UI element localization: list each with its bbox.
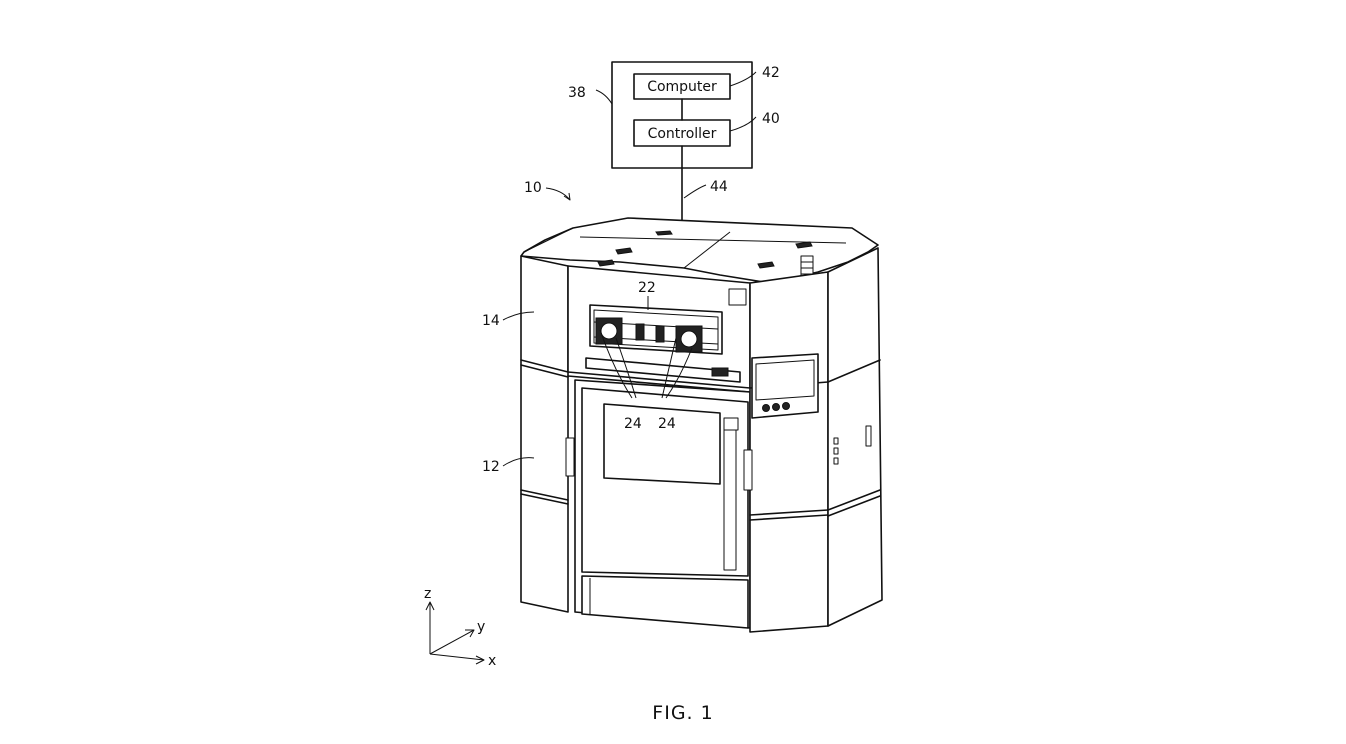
side-vent [833, 447, 839, 455]
upper-cabinet-seam [520, 359, 569, 373]
door-window [603, 403, 721, 485]
print-head-right-nozzle [680, 330, 698, 348]
side-seam [827, 495, 881, 517]
door-handle [723, 419, 737, 571]
carriage-block [655, 325, 665, 343]
ref-10: 10 [524, 180, 542, 196]
figure-caption: FIG. 1 [652, 702, 713, 724]
ui-knob [762, 404, 770, 412]
left-cabinet [520, 255, 569, 613]
top-seam [579, 236, 847, 244]
side-vent [833, 457, 839, 465]
ref-14: 14 [482, 313, 500, 329]
right-cabinet [749, 271, 829, 633]
ref-44: 44 [710, 179, 728, 195]
y-axis-label: y [477, 619, 485, 635]
z-axis-label: z [424, 586, 431, 602]
printer-system [520, 217, 883, 633]
top-clamp [597, 259, 615, 267]
leader-lines [502, 71, 757, 467]
leader-42 [729, 71, 757, 87]
leader-40 [729, 116, 757, 132]
controller-label: Controller [648, 126, 717, 142]
ref-22: 22 [638, 280, 656, 296]
top-clamp [655, 230, 673, 236]
shelf-latch [711, 367, 729, 377]
left-side-handle [565, 437, 575, 477]
upper-cabinet-seam [520, 364, 569, 378]
panel-indicator [728, 288, 747, 306]
top-clamp [795, 241, 813, 249]
y-axis-arrowhead [465, 629, 475, 638]
top-bevel-left [523, 227, 574, 253]
side-seam [827, 359, 881, 383]
carriage-block [635, 323, 645, 341]
leader-24-b [661, 337, 677, 399]
ref-38: 38 [568, 85, 586, 101]
top-divider [683, 231, 731, 269]
print-head-left-nozzle [600, 322, 618, 340]
ui-knob [772, 403, 780, 411]
ui-knob [782, 402, 790, 410]
kick-plate [581, 575, 749, 629]
controller-assembly: Computer Controller [611, 61, 753, 227]
right-side-handle [743, 449, 753, 491]
leader-10 [545, 187, 571, 201]
far-right-side [827, 247, 883, 627]
leader-10-arrowhead [563, 192, 571, 201]
x-axis-line [429, 653, 485, 661]
side-seam [827, 489, 881, 511]
right-cabinet-seam [749, 514, 829, 521]
ref-42: 42 [762, 65, 780, 81]
user-interface-screen [755, 359, 815, 401]
right-cabinet-seam [749, 509, 829, 516]
side-vent [833, 437, 839, 445]
leader-38 [595, 89, 613, 105]
leader-12 [502, 457, 535, 467]
top-clamp [615, 247, 633, 255]
top-plate [520, 217, 879, 284]
z-axis-arrowhead [425, 601, 435, 611]
y-axis-line [429, 629, 475, 655]
ref-40: 40 [762, 111, 780, 127]
lower-cabinet-seam [520, 489, 569, 501]
leader-14 [502, 311, 535, 321]
door-handle-cap [723, 417, 739, 431]
ref-24-b: 24 [658, 416, 676, 432]
leader-24-a [599, 329, 633, 399]
leader-24-b [665, 347, 693, 399]
leader-24-a [615, 337, 637, 399]
lower-cabinet-seam [520, 493, 569, 505]
axis-triad: z y x [424, 586, 496, 669]
computer-label: Computer [647, 79, 717, 95]
x-axis-arrowhead [475, 655, 485, 665]
x-axis-label: x [488, 653, 496, 669]
leader-44 [683, 184, 707, 199]
ref-24-a: 24 [624, 416, 642, 432]
top-clamp [757, 261, 775, 269]
reference-numerals: 38 42 40 44 10 14 12 22 24 24 [482, 65, 780, 475]
side-vent [865, 425, 872, 447]
ref-12: 12 [482, 459, 500, 475]
